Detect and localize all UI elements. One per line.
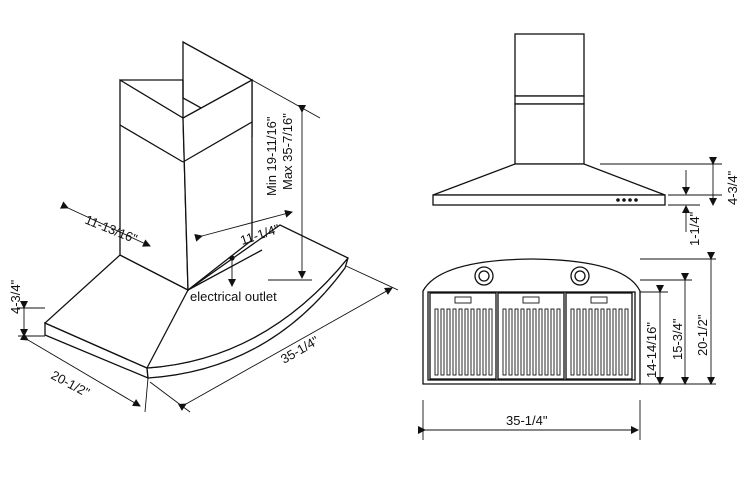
filter-slat	[464, 308, 469, 376]
filter-slat	[458, 308, 463, 376]
bottom-inner-label: 14-14/16"	[644, 322, 659, 378]
bottom-light-right-outer	[570, 266, 590, 286]
filter-slat	[594, 308, 599, 376]
filter-slat	[488, 308, 493, 376]
filter-slat	[526, 308, 531, 376]
filter-slat	[452, 308, 457, 376]
front-control-button-1	[616, 198, 620, 202]
baffle-filter-3	[565, 292, 633, 380]
iso-canopy-seam-right	[187, 249, 263, 291]
front-chimney-band	[514, 95, 585, 105]
front-control-button-2	[622, 198, 626, 202]
iso-height-min-label: Min 19-11/16"	[264, 116, 279, 196]
filter-handle	[454, 296, 472, 304]
filter-slat	[520, 308, 525, 376]
filter-slat	[538, 308, 543, 376]
filter-handle	[522, 296, 540, 304]
iso-height-max-label: Max 35-7/16"	[280, 113, 295, 190]
filter-slat	[446, 308, 451, 376]
filter-slat	[532, 308, 537, 376]
front-canopy-lip	[432, 194, 666, 206]
iso-width-dim	[177, 287, 393, 411]
filter-slat	[612, 308, 617, 376]
iso-width-ext-right	[345, 265, 399, 291]
baffle-filter-1	[429, 292, 497, 380]
bottom-view: 14-14/16" 15-3/4" 20-1/2" 35-1/4"	[418, 252, 716, 440]
front-control-button-3	[628, 198, 632, 202]
iso-outlet-label: electrical outlet	[190, 289, 277, 304]
bottom-inner-frame	[427, 291, 636, 381]
iso-chimney-depth-dim	[194, 209, 293, 242]
filter-slat	[476, 308, 481, 376]
filter-slat	[470, 308, 475, 376]
filter-slat	[576, 308, 581, 376]
filter-slat	[600, 308, 605, 376]
filter-slat	[434, 308, 439, 376]
bottom-light-left-inner	[478, 270, 490, 282]
iso-width-ext-left	[149, 381, 191, 413]
bottom-outline	[422, 258, 641, 385]
iso-depth-dim	[19, 333, 141, 407]
bottom-light-right-inner	[574, 270, 586, 282]
bottom-mid-label: 15-3/4"	[670, 318, 685, 360]
baffle-filters	[429, 292, 633, 380]
filter-slat	[508, 308, 513, 376]
filter-slat	[618, 308, 623, 376]
iso-chimney-width-dim	[59, 201, 151, 247]
bottom-width-label: 35-1/4"	[506, 413, 548, 428]
filter-slat	[588, 308, 593, 376]
front-control-button-4	[634, 198, 638, 202]
filter-handle	[590, 296, 608, 304]
filter-slat	[482, 308, 487, 376]
front-chimney-lower	[514, 103, 585, 165]
iso-chimney-seam-left	[119, 124, 184, 163]
filter-slat	[582, 308, 587, 376]
iso-canopy-height-label: 4-3/4"	[8, 279, 23, 314]
filter-slat	[502, 308, 507, 376]
filter-slat	[550, 308, 555, 376]
filter-slat	[624, 308, 629, 376]
front-canopy	[432, 163, 666, 196]
isometric-view: Min 19-11/16" Max 35-7/16" 11-13/16" 11-…	[8, 40, 399, 413]
bottom-depth-label: 20-1/2"	[695, 314, 710, 356]
front-lip-label: 1-1/4"	[687, 211, 702, 246]
iso-height-ext-top	[251, 79, 321, 119]
iso-depth-label: 20-1/2"	[49, 367, 93, 400]
iso-width-label: 35-1/4"	[278, 333, 322, 367]
iso-chimney-left-face	[119, 78, 189, 292]
filter-slat	[514, 308, 519, 376]
iso-depth-ext	[144, 377, 149, 413]
iso-outlet-dot	[229, 255, 235, 261]
filter-slat	[556, 308, 561, 376]
filter-slat	[570, 308, 575, 376]
bottom-light-left-outer	[474, 266, 494, 286]
front-canopy-label: 4-3/4"	[725, 170, 740, 205]
filter-slat	[440, 308, 445, 376]
filter-slat	[544, 308, 549, 376]
front-view: 4-3/4" 1-1/4"	[432, 33, 740, 246]
iso-chimney-seam-right	[182, 121, 253, 163]
filter-slat	[606, 308, 611, 376]
baffle-filter-2	[497, 292, 565, 380]
front-chimney-upper	[514, 33, 585, 97]
